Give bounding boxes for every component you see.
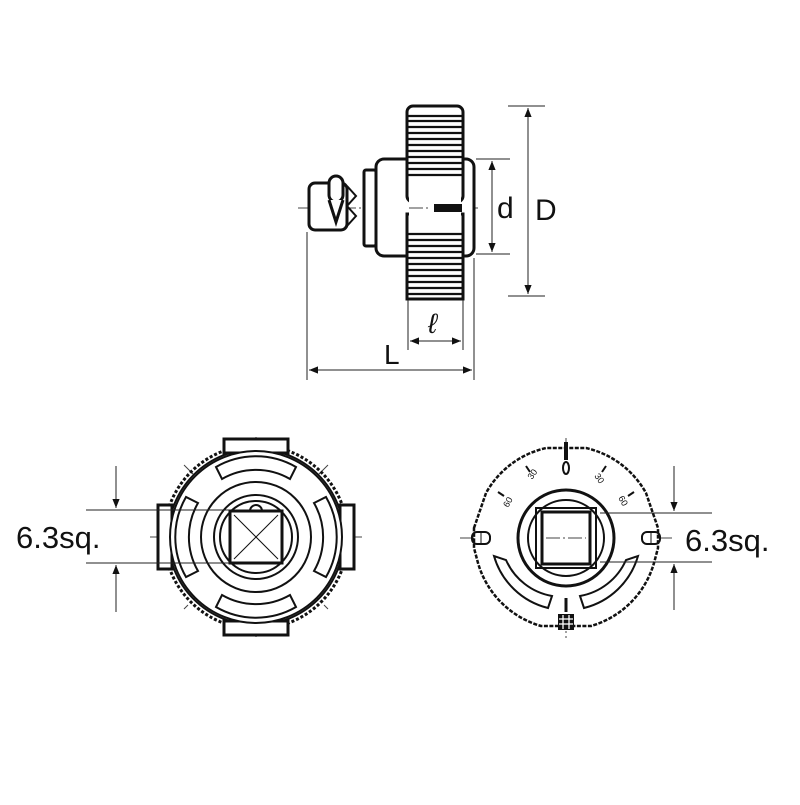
dim-label-D: D (535, 194, 557, 227)
rear-drive-size-label: 6.3sq. (685, 523, 769, 558)
dial-mark-left-60: 60 (501, 495, 515, 509)
dial-mark-right-30: 30 (592, 471, 606, 485)
dial-mark-right-60: 60 (616, 494, 630, 508)
front-drive-size-label: 6.3sq. (16, 520, 100, 555)
dim-label-l: ℓ (427, 308, 439, 339)
square-drive-tip (307, 174, 358, 232)
side-view: D d ℓ L (298, 104, 557, 380)
dial-mark-left-30: 30 (525, 467, 539, 481)
rear-view: 30 60 30 60 6. (460, 438, 769, 638)
knurled-wheel (405, 104, 465, 301)
front-view: 6.3sq. (16, 437, 364, 637)
collar (362, 168, 378, 248)
dim-label-L: L (384, 339, 400, 370)
dim-label-d: d (497, 192, 514, 225)
